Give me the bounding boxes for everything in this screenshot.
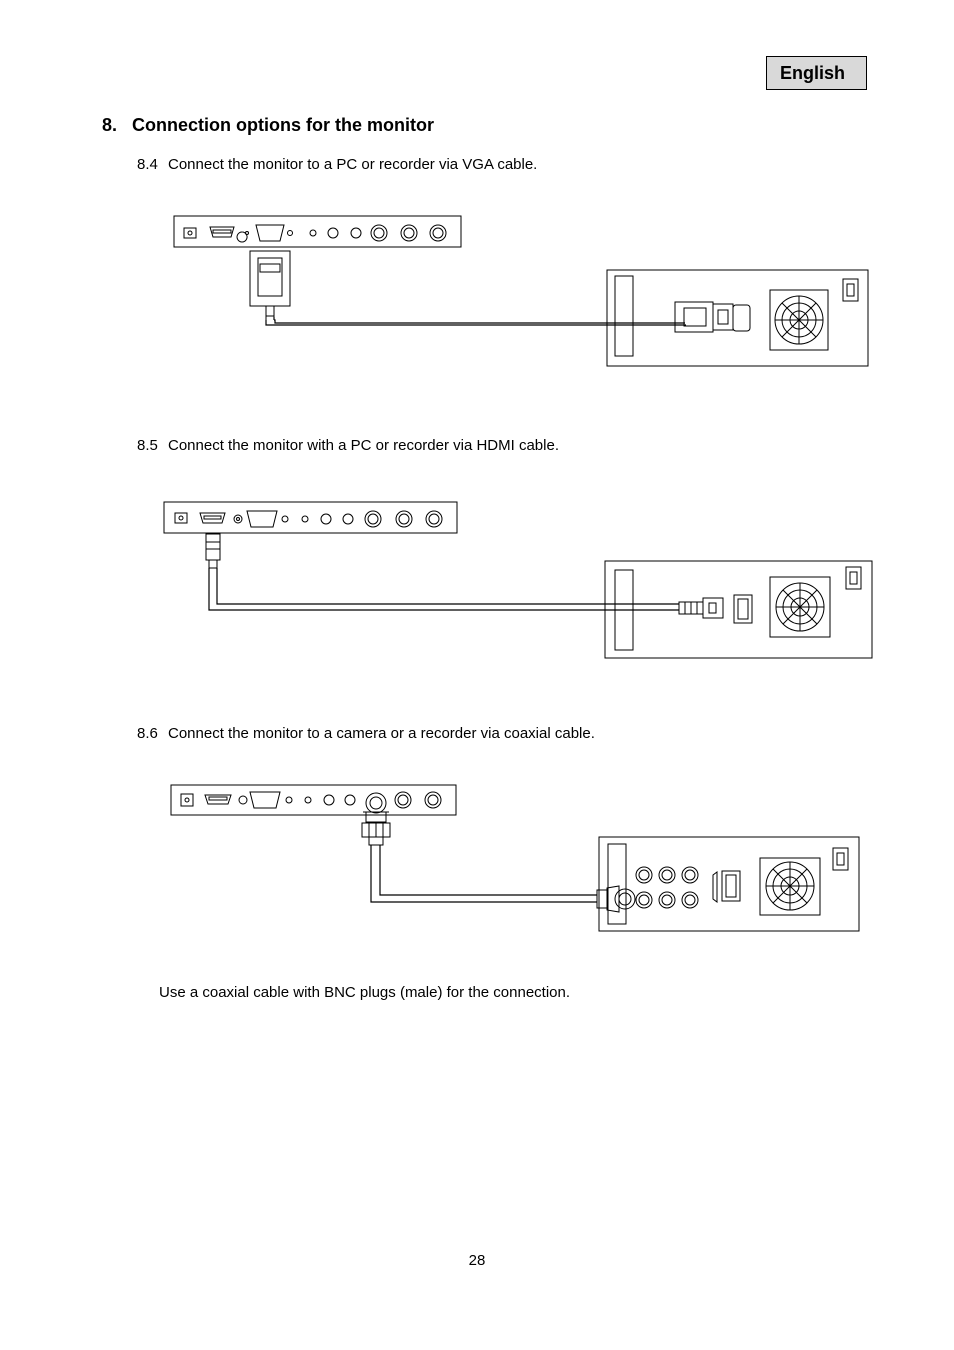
step-number: 8.4: [137, 156, 158, 173]
recorder-rear-panel: [607, 270, 868, 366]
coaxial-cable: [371, 845, 597, 902]
section-number: 8.: [102, 115, 118, 135]
step-number: 8.6: [137, 725, 158, 742]
hdmi-cable: [209, 568, 679, 610]
section-heading: 8. Connection options for the monitor: [102, 115, 434, 136]
step-8-5-caption: 8.5 Connect the monitor with a PC or reco…: [137, 437, 559, 454]
monitor-port-panel: [164, 502, 457, 533]
vga-plug-monitor: [250, 251, 290, 320]
hdmi-plug-monitor: [206, 534, 220, 568]
section-title: Connection options for the monitor: [132, 115, 434, 135]
step-8-6-caption: 8.6 Connect the monitor to a camera or a …: [137, 725, 595, 742]
step-number: 8.5: [137, 437, 158, 454]
step-text: Connect the monitor to a PC or recorder …: [168, 156, 538, 173]
vga-connection-diagram: [170, 210, 875, 370]
hdmi-plug-recorder: [679, 598, 723, 618]
step-8-4-caption: 8.4 Connect the monitor to a PC or record…: [137, 156, 537, 173]
step-text: Connect the monitor with a PC or recorde…: [168, 437, 559, 454]
coaxial-note: Use a coaxial cable with BNC plugs (male…: [159, 984, 571, 1001]
page-number: 28: [468, 1252, 486, 1269]
monitor-port-panel: [171, 785, 456, 815]
hdmi-connection-diagram: [160, 495, 875, 665]
bnc-connection-diagram: [165, 778, 865, 938]
step-text: Connect the monitor to a camera or a rec…: [168, 725, 595, 742]
bnc-plug-monitor: [362, 793, 390, 845]
vga-cable: [266, 317, 686, 325]
recorder-rear-panel: [599, 837, 859, 931]
language-badge: English: [766, 56, 867, 90]
vga-plug-recorder: [675, 302, 750, 332]
bnc-plug-recorder: [597, 886, 635, 912]
monitor-port-panel: [174, 216, 461, 247]
recorder-rear-panel: [605, 561, 872, 658]
